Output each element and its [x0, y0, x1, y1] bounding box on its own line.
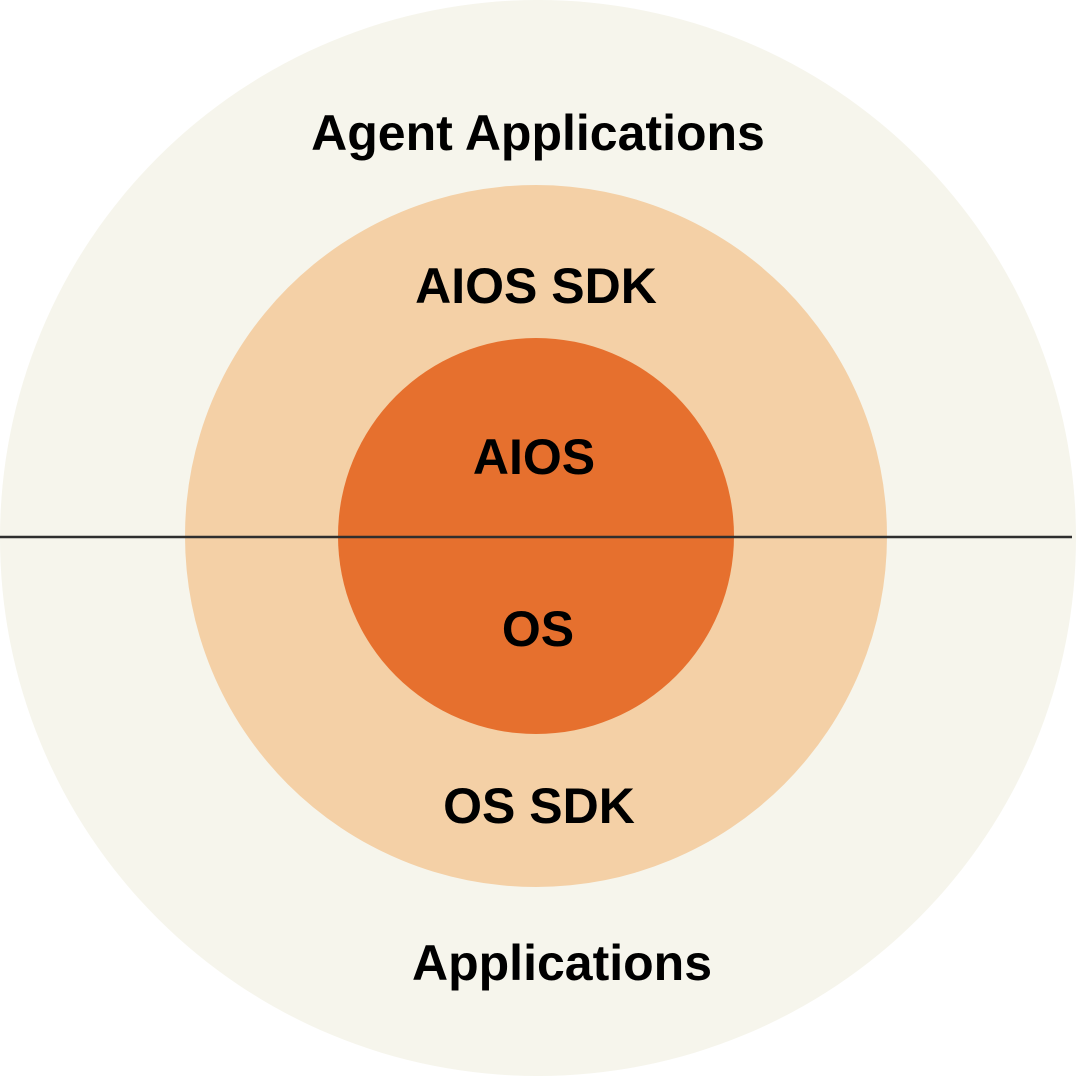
outer-bottom-label: Applications — [412, 935, 712, 991]
middle-top-label: AIOS SDK — [415, 258, 657, 314]
inner-top-label: AIOS — [473, 429, 595, 485]
inner-bottom-label: OS — [502, 601, 574, 657]
outer-top-label: Agent Applications — [311, 105, 765, 161]
middle-bottom-label: OS SDK — [443, 778, 635, 834]
